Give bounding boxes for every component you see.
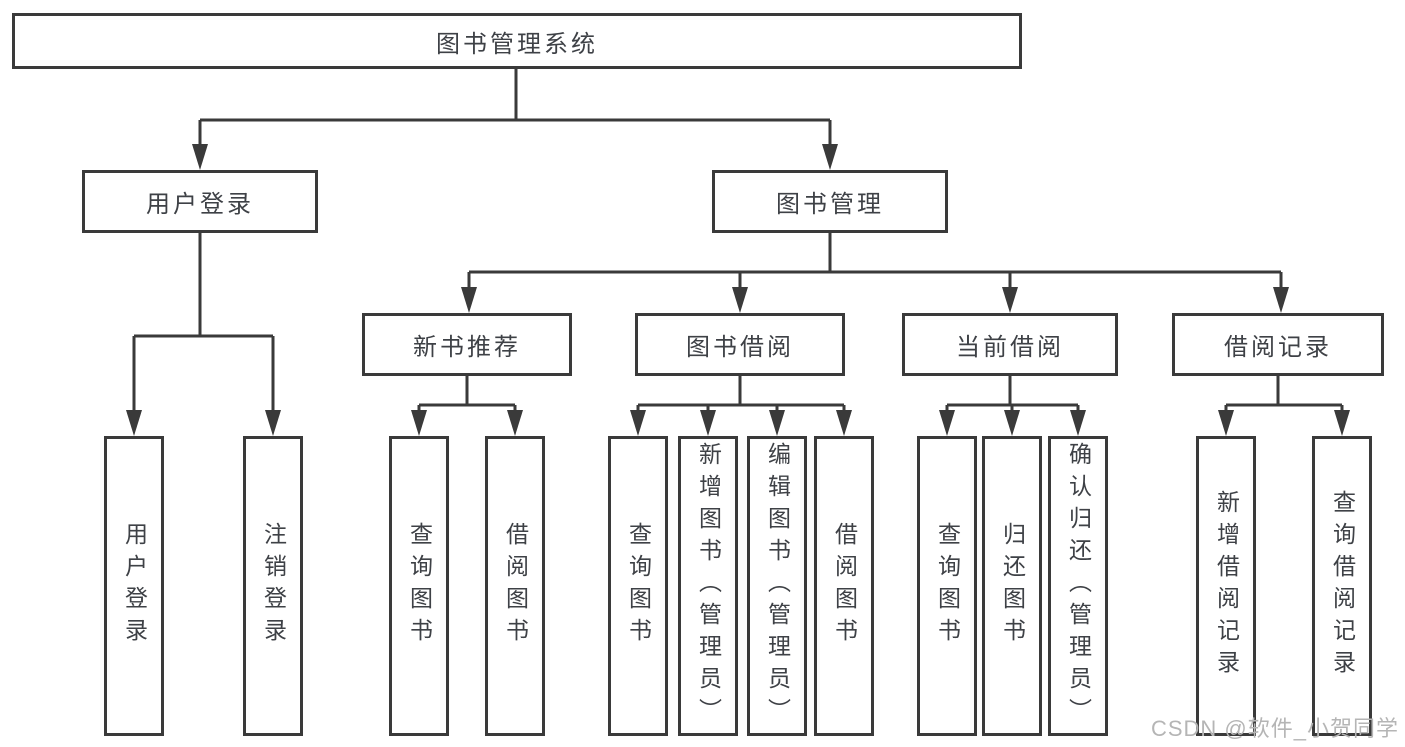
leaf-logout: 注销登录: [243, 436, 303, 736]
leaf-query-borrow-record: 查询借阅记录: [1312, 436, 1372, 736]
node-new-book-recommend-label: 新书推荐: [413, 334, 521, 361]
leaf-logout-label: 注销登录: [260, 522, 287, 650]
node-book-management: 图书管理: [712, 170, 948, 233]
leaf-add-borrow-record: 新增借阅记录: [1196, 436, 1256, 736]
node-root-label: 图书管理系统: [436, 30, 598, 58]
leaf-recommend-query-books-label: 查询图书: [406, 522, 433, 650]
leaf-borrow-books: 借阅图书: [814, 436, 874, 736]
leaf-user-login-label: 用户登录: [121, 522, 148, 650]
leaf-user-login: 用户登录: [104, 436, 164, 736]
leaf-add-borrow-record-label: 新增借阅记录: [1213, 490, 1240, 682]
node-current-borrow-label: 当前借阅: [956, 334, 1064, 361]
node-borrow-records: 借阅记录: [1172, 313, 1384, 376]
node-borrow-records-label: 借阅记录: [1224, 334, 1332, 361]
node-book-borrow-label: 图书借阅: [686, 334, 794, 361]
node-root: 图书管理系统: [12, 13, 1022, 69]
node-book-borrow: 图书借阅: [635, 313, 845, 376]
leaf-confirm-return-admin: 确认归还（管理员）: [1048, 436, 1108, 736]
leaf-recommend-borrow-books-label: 借阅图书: [502, 522, 529, 650]
leaf-borrow-query-books: 查询图书: [608, 436, 668, 736]
leaf-current-query-books-label: 查询图书: [934, 522, 961, 650]
leaf-recommend-borrow-books: 借阅图书: [485, 436, 545, 736]
leaf-edit-books-admin-label: 编辑图书（管理员）: [764, 442, 791, 730]
leaf-query-borrow-record-label: 查询借阅记录: [1329, 490, 1356, 682]
node-user-login: 用户登录: [82, 170, 318, 233]
leaf-edit-books-admin: 编辑图书（管理员）: [747, 436, 807, 736]
leaf-confirm-return-admin-label: 确认归还（管理员）: [1065, 442, 1092, 730]
node-user-login-label: 用户登录: [146, 191, 254, 218]
leaf-add-books-admin: 新增图书（管理员）: [678, 436, 738, 736]
node-current-borrow: 当前借阅: [902, 313, 1118, 376]
node-new-book-recommend: 新书推荐: [362, 313, 572, 376]
leaf-current-query-books: 查询图书: [917, 436, 977, 736]
leaf-return-books: 归还图书: [982, 436, 1042, 736]
leaf-borrow-query-books-label: 查询图书: [625, 522, 652, 650]
leaf-borrow-books-label: 借阅图书: [831, 522, 858, 650]
leaf-return-books-label: 归还图书: [999, 522, 1026, 650]
node-book-management-label: 图书管理: [776, 191, 884, 218]
leaf-add-books-admin-label: 新增图书（管理员）: [695, 442, 722, 730]
csdn-watermark: CSDN @软件_小贺同学: [1150, 716, 1399, 741]
leaf-recommend-query-books: 查询图书: [389, 436, 449, 736]
